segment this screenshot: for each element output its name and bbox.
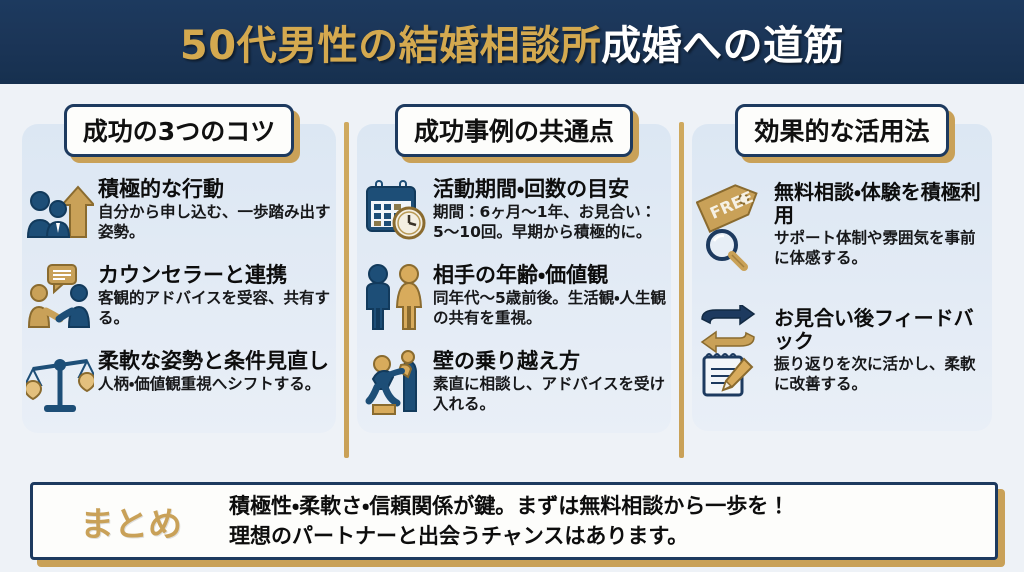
refresh-arrows-notepad-icon bbox=[696, 305, 770, 397]
column-effective-use: 効果的な活用法 FREE bbox=[684, 102, 1000, 431]
list-item: カウンセラーと連携 客観的アドバイスを受容、共有する。 bbox=[26, 261, 334, 333]
summary-line-2: 理想のパートナーと出会うチャンスはあります。 bbox=[229, 524, 689, 548]
list-item-body: 人柄・価値観重視へシフトする。 bbox=[98, 375, 321, 394]
list-item-text: 無料相談・体験を積極利用 サポート体制や雰囲気を事前に体感する。 bbox=[774, 179, 990, 269]
list-item-body: サポート体制や雰囲気を事前に体感する。 bbox=[774, 229, 976, 268]
list-item-heading: 柔軟な姿勢と条件見直し bbox=[98, 349, 329, 373]
list-item: 壁の乗り越え方 素直に相談し、アドバイスを受け入れる。 bbox=[361, 347, 669, 419]
list-item-body: 期間：6ヶ月〜1年、お見合い：5〜10回。早期から積極的に。 bbox=[433, 203, 657, 242]
list-item-heading: 壁の乗り越え方 bbox=[433, 349, 580, 373]
climbing-wall-help-icon bbox=[361, 347, 429, 419]
list-item: 活動期間・回数の目安 期間：6ヶ月〜1年、お見合い：5〜10回。早期から積極的に… bbox=[361, 175, 669, 247]
list-item: 相手の年齢・価値観 同年代〜5歳前後。生活観・人生観の共有を重視。 bbox=[361, 261, 669, 333]
column-common-points: 成功事例の共通点 bbox=[349, 102, 679, 433]
list-item-text: 柔軟な姿勢と条件見直し 人柄・価値観重視へシフトする。 bbox=[98, 347, 334, 395]
page-title: 50代男性の結婚相談所成婚への道筋 bbox=[180, 13, 844, 71]
header-banner: 50代男性の結婚相談所成婚への道筋 bbox=[0, 0, 1024, 84]
list-item: 積極的な行動 自分から申し込む、一歩踏み出す姿勢。 bbox=[26, 175, 334, 247]
list-item-heading: お見合い後フィードバック bbox=[774, 306, 974, 354]
column-items: 活動期間・回数の目安 期間：6ヶ月〜1年、お見合い：5〜10回。早期から積極的に… bbox=[349, 157, 679, 419]
list-item-text: お見合い後フィードバック 振り返りを次に活かし、柔軟に改善する。 bbox=[774, 305, 990, 395]
handshake-chat-icon bbox=[26, 261, 94, 333]
summary-label: まとめ bbox=[80, 504, 182, 545]
list-item-heading: 活動期間・回数の目安 bbox=[433, 177, 630, 201]
list-item: 柔軟な姿勢と条件見直し 人柄・価値観重視へシフトする。 bbox=[26, 347, 334, 419]
list-item-heading: 無料相談・体験を積極利用 bbox=[774, 180, 981, 228]
page-title-primary: 50代男性の結婚相談所 bbox=[179, 23, 602, 69]
list-item-text: 活動期間・回数の目安 期間：6ヶ月〜1年、お見合い：5〜10回。早期から積極的に… bbox=[433, 175, 669, 243]
list-item-heading: 積極的な行動 bbox=[98, 177, 224, 201]
balance-scale-hearts-icon bbox=[26, 347, 94, 419]
list-item-body: 振り返りを次に活かし、柔軟に改善する。 bbox=[774, 355, 976, 394]
column-success-tips: 成功の3つのコツ bbox=[14, 102, 344, 433]
column-divider bbox=[344, 122, 349, 458]
column-badge-wrap: 成功の3つのコツ bbox=[14, 102, 344, 157]
content-board: 成功の3つのコツ bbox=[0, 84, 1024, 572]
list-item-body: 素直に相談し、アドバイスを受け入れる。 bbox=[433, 375, 666, 414]
list-item-body: 客観的アドバイスを受容、共有する。 bbox=[98, 289, 331, 328]
list-item: FREE 無料相談・体験を積極利用 サポート体制や雰囲気を事前に体感する。 bbox=[696, 179, 990, 271]
column-badge-wrap: 効果的な活用法 bbox=[684, 102, 1000, 157]
list-item-text: 積極的な行動 自分から申し込む、一歩踏み出す姿勢。 bbox=[98, 175, 334, 243]
summary-line-1: 積極性・柔軟さ・信頼関係が鍵。まずは無料相談から一歩を！ bbox=[229, 493, 790, 518]
column-divider bbox=[679, 122, 684, 458]
list-item-text: 壁の乗り越え方 素直に相談し、アドバイスを受け入れる。 bbox=[433, 347, 669, 415]
calendar-clock-icon bbox=[361, 175, 429, 247]
column-heading-badge: 成功事例の共通点 bbox=[394, 104, 633, 157]
list-item: お見合い後フィードバック 振り返りを次に活かし、柔軟に改善する。 bbox=[696, 305, 990, 397]
column-items: 積極的な行動 自分から申し込む、一歩踏み出す姿勢。 bbox=[14, 157, 344, 419]
summary-box: まとめ 積極性・柔軟さ・信頼関係が鍵。まずは無料相談から一歩を！ 理想のパートナ… bbox=[30, 482, 998, 560]
list-item-heading: カウンセラーと連携 bbox=[98, 263, 287, 287]
list-item-text: カウンセラーと連携 客観的アドバイスを受容、共有する。 bbox=[98, 261, 334, 329]
man-woman-pair-icon bbox=[361, 261, 429, 333]
summary-text: 積極性・柔軟さ・信頼関係が鍵。まずは無料相談から一歩を！ 理想のパートナーと出会… bbox=[229, 491, 995, 552]
column-items: FREE 無料相談・体験を積極利用 サポート体制や雰囲気を事前に体感する。 bbox=[684, 157, 1000, 397]
person-up-arrow-icon bbox=[26, 175, 94, 247]
list-item-heading: 相手の年齢・価値観 bbox=[433, 263, 609, 287]
column-badge-wrap: 成功事例の共通点 bbox=[349, 102, 679, 157]
list-item-body: 同年代〜5歳前後。生活観・人生観の共有を重視。 bbox=[433, 289, 667, 328]
column-heading-badge: 効果的な活用法 bbox=[735, 104, 949, 157]
free-tag-magnifier-icon: FREE bbox=[696, 179, 770, 271]
columns-row: 成功の3つのコツ bbox=[14, 102, 1010, 466]
page-title-secondary: 成婚への道筋 bbox=[601, 23, 845, 69]
list-item-body: 自分から申し込む、一歩踏み出す姿勢。 bbox=[98, 203, 331, 242]
column-heading-badge: 成功の3つのコツ bbox=[63, 104, 295, 157]
list-item-text: 相手の年齢・価値観 同年代〜5歳前後。生活観・人生観の共有を重視。 bbox=[433, 261, 669, 329]
